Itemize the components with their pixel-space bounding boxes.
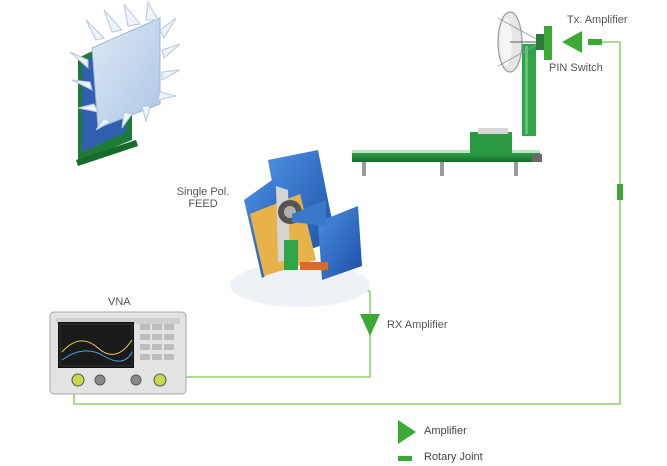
- tx-amplifier-icon: [562, 31, 582, 53]
- legend-amplifier-icon: [398, 420, 416, 444]
- legend-rotary-joint-icon: [398, 456, 412, 461]
- feed-assembly: [230, 150, 370, 307]
- single-pol-line1: Single Pol.: [176, 186, 230, 198]
- positioner-rail: [352, 44, 542, 176]
- rotary-joint-tx-icon: [588, 39, 602, 45]
- vna-instrument: [49, 311, 187, 395]
- legend-rotary-joint-label: Rotary Joint: [424, 451, 483, 463]
- single-pol-line2: FEED: [188, 198, 218, 210]
- pin-switch-block: [544, 26, 552, 60]
- single-pol-feed-label: Single Pol. FEED: [168, 186, 238, 210]
- reflector-dish: [497, 11, 546, 73]
- vna-label: VNA: [108, 296, 131, 308]
- rx-amplifier-label: RX Amplifier: [387, 319, 448, 331]
- legend-amplifier-label: Amplifier: [424, 425, 467, 437]
- pin-switch-label: PIN Switch: [549, 62, 603, 74]
- tx-path-line: [73, 41, 621, 405]
- tx-amplifier-label: Tx. Amplifier: [567, 14, 628, 26]
- absorber-wall: [69, 0, 181, 166]
- rotary-joint-vertical-icon: [617, 184, 623, 200]
- rx-amplifier-icon: [360, 314, 380, 336]
